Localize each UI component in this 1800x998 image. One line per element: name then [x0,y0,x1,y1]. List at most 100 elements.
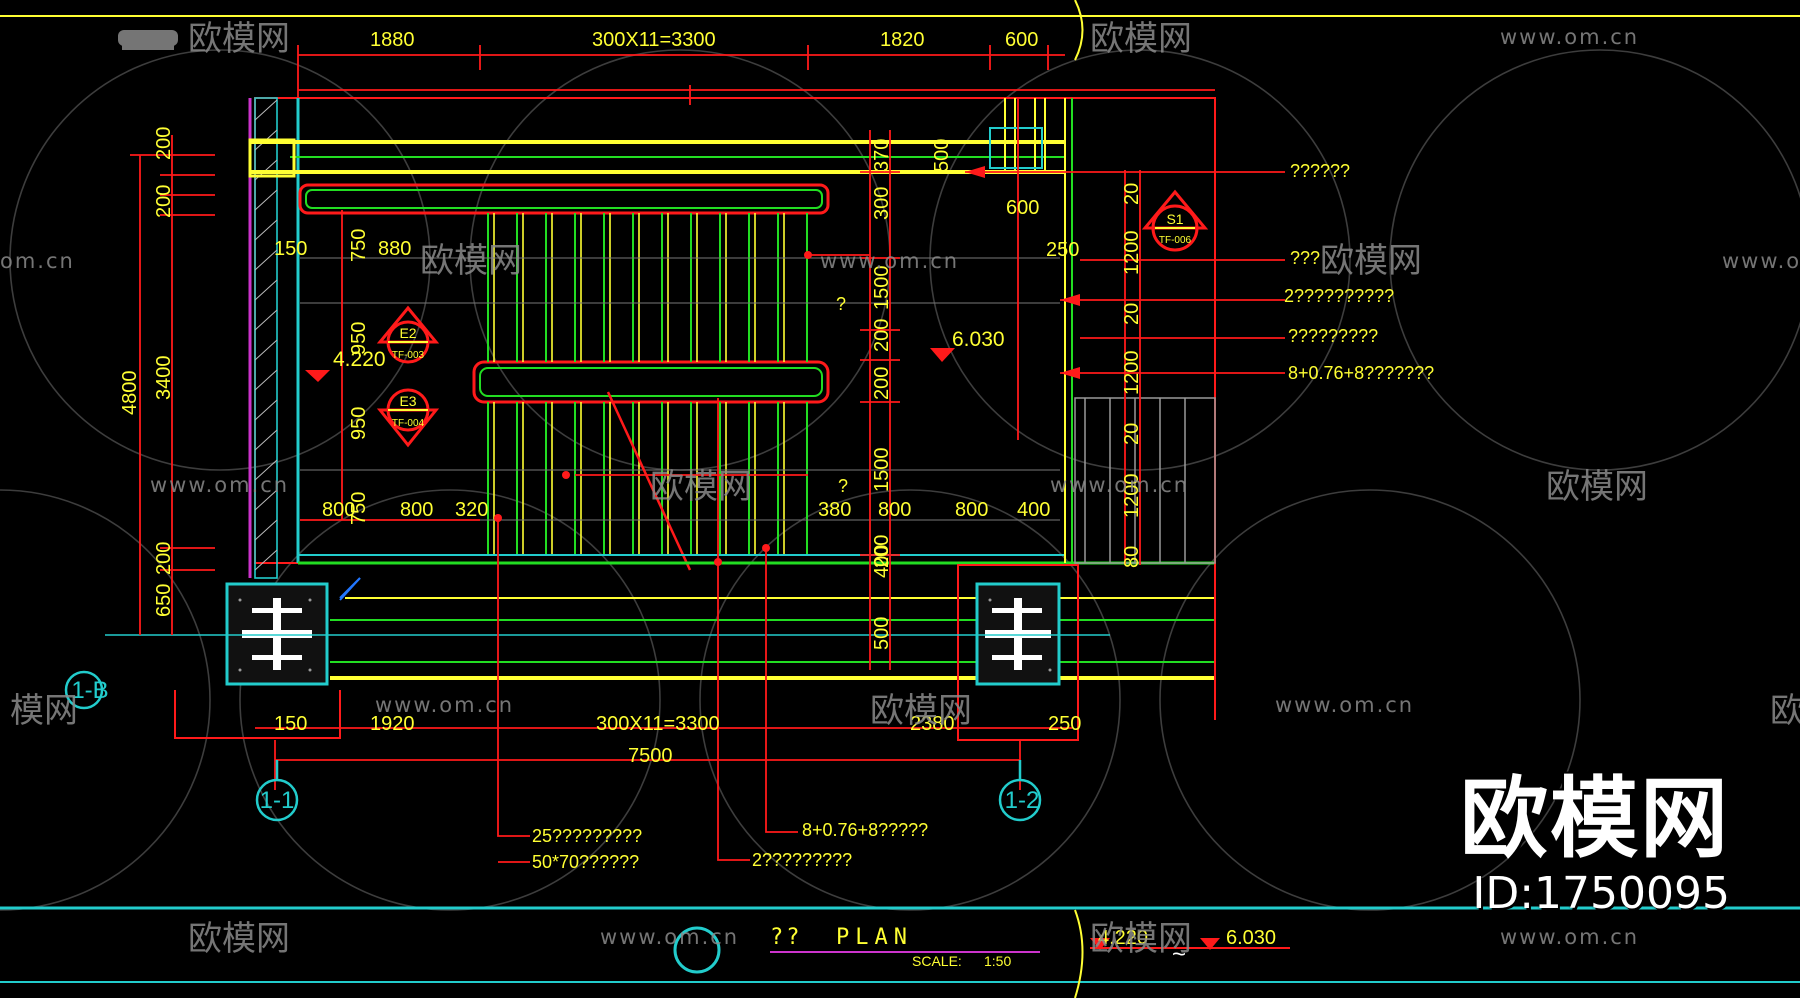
dim-right-7: 80 [1121,546,1143,568]
marker-e2-top: E2 [399,325,416,341]
watermark-partial: 模网 [10,691,78,731]
brand-logo: 欧模网 ID:1750095 [1460,775,1730,920]
axis-label-2: 1-2 [1005,787,1040,814]
watermark-url-3: www.om.cn [150,473,289,497]
dim-bottom-2: 1920 [370,713,415,735]
dim-inner-left-1: 150 [274,238,307,260]
dim-top-2: 300X11=3300 [592,29,716,51]
dim-right-5: 20 [1121,423,1143,445]
dim-landing-2: 800 [400,499,433,521]
notes-bottom: 25????????? 50*70?????? 8+0.76+8????? 2?… [532,820,928,872]
logo-id-text: ID:1750095 [1472,868,1730,920]
dim-landing-4: 380 [818,499,851,521]
title-level-2: 6.030 [1226,927,1276,949]
plan-geometry [105,97,1216,741]
watermark-brand-7: 欧模网 [870,691,972,731]
dim-top-4: 600 [1005,29,1038,51]
watermark-brand-5: 欧模网 [650,467,752,507]
dim-landing-5: 800 [878,499,911,521]
dim-bottom-5: 250 [1048,713,1081,735]
watermark-url-1: www.om.cn [1500,25,1639,49]
dim-center-7: 400 [871,545,893,578]
drawing-title: ?? PLAN SCALE: 1:50 4.220 6.030 [770,925,1290,969]
dim-center-6: 1500 [871,448,893,493]
dim-inner-left-3: 880 [378,238,411,260]
note-right-4: ????????? [1288,326,1378,346]
note-bottom-3: 8+0.76+8????? [802,820,928,840]
dim-center-2: 300 [871,187,893,220]
note-bottom-1: 25????????? [532,826,642,846]
dim-left-outer: 4800 [119,371,141,416]
watermark-brand-1: 欧模网 [188,19,290,59]
dimension-lines [130,45,1285,863]
marker-e3-bottom: TF-004 [392,418,425,429]
note-bottom-4: 2????????? [752,850,852,870]
note-bottom-2: 50*70?????? [532,852,639,872]
level-arrows [305,166,1220,950]
watermarks: 欧模网 欧模网 欧模网 欧模网 欧模网 欧模网 欧模网 欧模网 欧模网 模网 欧… [0,19,1800,959]
dimension-texts: 1880 300X11=3300 1820 600 150 1920 300X1… [119,29,1143,767]
logo-brand-text: 欧模网 [1459,767,1730,871]
watermark-brand-4: 欧模网 [1320,241,1422,281]
marker-e2-bottom: TF-003 [392,350,425,361]
dim-left-inner-4: 200 [153,542,175,575]
level-label-1: 4.220 [333,348,386,371]
dim-center-5: 200 [871,367,893,400]
dim-center-3: 1500 [871,266,893,311]
dim-top-3: 1820 [880,29,925,51]
dim-center-1: 370 [871,139,893,172]
dim-bottom-3: 300X11=3300 [596,713,720,735]
dim-top-1: 1880 [370,29,415,51]
dim-right-4: 1200 [1121,351,1143,396]
watermark-brand-9: 欧模网 [1090,919,1192,959]
marker-s1 [1141,189,1209,252]
note-right-3: 2?????????? [1284,286,1394,306]
watermark-partial-left: 欧 [1770,691,1800,731]
dim-landing-3: 320 [455,499,488,521]
axis-texts: 1-1 1-2 1-B [71,677,1039,814]
dim-center-9: 500 [871,617,893,650]
dim-left-inner-5: 650 [153,584,175,617]
dim-right-1: 20 [1121,183,1143,205]
notes-right: ?????? ??? 2?????????? ????????? 8+0.76+… [1284,161,1434,383]
dim-center-4: 200 [871,319,893,352]
watermark-url-2: www.om.cn [820,249,959,273]
dim-landing-6: 800 [955,499,988,521]
title-word: PLAN [836,925,913,950]
watermark-brand-6: 欧模网 [1546,467,1648,507]
axis-label-3: 1-B [71,677,108,704]
title-prefix: ?? [770,925,803,950]
watermark-url-7: www.om.cn [600,925,739,949]
misc-mark-1: ? [836,294,846,314]
dim-right-2: 1200 [1121,231,1143,276]
dim-right-3: 20 [1121,303,1143,325]
dim-right-small-2: 600 [1006,197,1039,219]
misc-mark-2: ? [838,476,848,496]
marker-s1-bottom: TF-006 [1159,235,1192,246]
dim-center-8: 200 [871,535,893,568]
watermark-url-cut: www.om [1722,249,1800,273]
note-right-1: ?????? [1290,161,1350,181]
watermark-circles [0,49,1800,911]
note-right-2: ??? [1290,248,1320,268]
dim-inner-left-2: 750 [348,229,370,262]
dim-landing-7: 400 [1017,499,1050,521]
dim-left-inner-3: 3400 [153,356,175,401]
watermark-url-8: www.om.cn [1500,925,1639,949]
dim-left-inner-2: 200 [153,185,175,218]
dim-inner-left-6: 750 [348,492,370,525]
marker-e2 [376,305,440,364]
dim-right-small-3: 250 [1046,239,1079,261]
note-right-5: 8+0.76+8??????? [1288,363,1434,383]
dim-inner-left-5: 950 [348,407,370,440]
dim-left-inner-1: 200 [153,127,175,160]
watermark-brand-2: 欧模网 [1090,19,1192,59]
watermark-url-short: om.cn [0,249,75,273]
marker-e3 [376,388,440,448]
level-texts: 4.220 6.030 [333,328,1005,371]
axis-bubbles [64,670,1042,822]
dim-landing-1: 800 [322,499,355,521]
marker-texts: E2 TF-003 E3 TF-004 S1 TF-006 [392,211,1192,429]
